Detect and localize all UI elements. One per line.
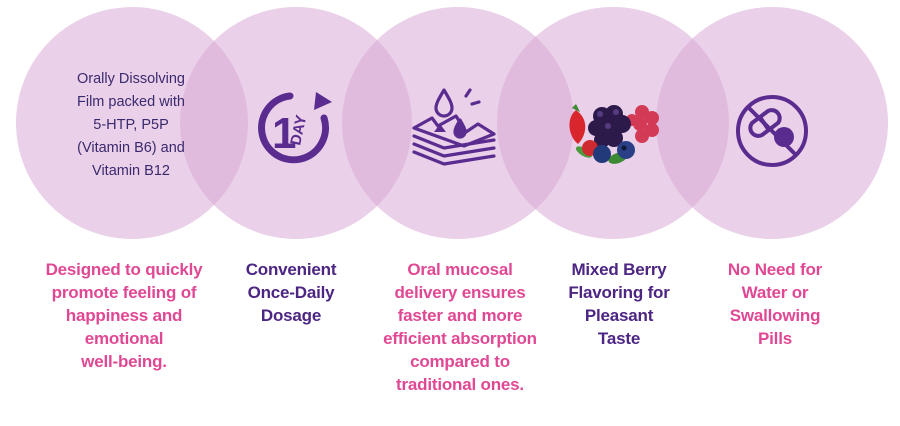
caption-line: Dosage xyxy=(260,306,322,325)
caption-line: Flavoring for xyxy=(568,283,670,302)
caption-line: delivery ensures xyxy=(394,283,526,302)
feature-happiness: Designed to quickly promote feeling of h… xyxy=(28,258,220,373)
no-pills-icon xyxy=(736,95,808,167)
caption-line: Designed to quickly xyxy=(45,260,203,279)
caption-line: compared to xyxy=(410,352,510,371)
caption-line: happiness and xyxy=(65,306,183,325)
caption-line: Taste xyxy=(597,329,641,348)
caption-line: Pleasant xyxy=(584,306,654,325)
caption-line: Swallowing xyxy=(729,306,821,325)
caption-line: Convenient xyxy=(245,260,337,279)
caption-line: Once-Daily xyxy=(247,283,335,302)
feature-circles xyxy=(16,7,888,239)
feature-berry-flavor: Mixed Berry Flavoring for Pleasant Taste xyxy=(550,258,688,350)
caption-line: Oral mucosal xyxy=(407,260,513,279)
caption-line: Pills xyxy=(758,329,792,348)
one-day-icon: 1 DAY xyxy=(258,92,332,164)
caption-line: No Need for xyxy=(727,260,823,279)
day-number: 1 xyxy=(272,109,296,158)
intro-line: Vitamin B12 xyxy=(92,163,170,179)
caption-line: Water or xyxy=(741,283,809,302)
caption-line: well-being. xyxy=(81,352,167,371)
intro-line: Orally Dissolving xyxy=(77,71,185,87)
caption-line: promote feeling of xyxy=(51,283,197,302)
intro-line: (Vitamin B6) and xyxy=(77,140,185,156)
day-word: DAY xyxy=(287,114,310,147)
feature-once-daily: Convenient Once-Daily Dosage xyxy=(222,258,360,327)
caption-line: Mixed Berry xyxy=(571,260,667,279)
circle-no-pills xyxy=(656,7,888,239)
mixed-berries-icon xyxy=(569,104,659,164)
caption-line: faster and more xyxy=(397,306,523,325)
caption-line: traditional ones. xyxy=(396,375,524,394)
dissolving-film-icon xyxy=(412,88,496,166)
caption-line: efficient absorption xyxy=(383,329,537,348)
intro-line: 5-HTP, P5P xyxy=(93,117,169,133)
feature-no-pills: No Need for Water or Swallowing Pills xyxy=(703,258,847,350)
feature-absorption: Oral mucosal delivery ensures faster and… xyxy=(363,258,557,396)
intro-line: Film packed with xyxy=(77,94,185,110)
caption-line: emotional xyxy=(84,329,164,348)
product-intro-text: Orally Dissolving Film packed with 5-HTP… xyxy=(56,68,206,183)
